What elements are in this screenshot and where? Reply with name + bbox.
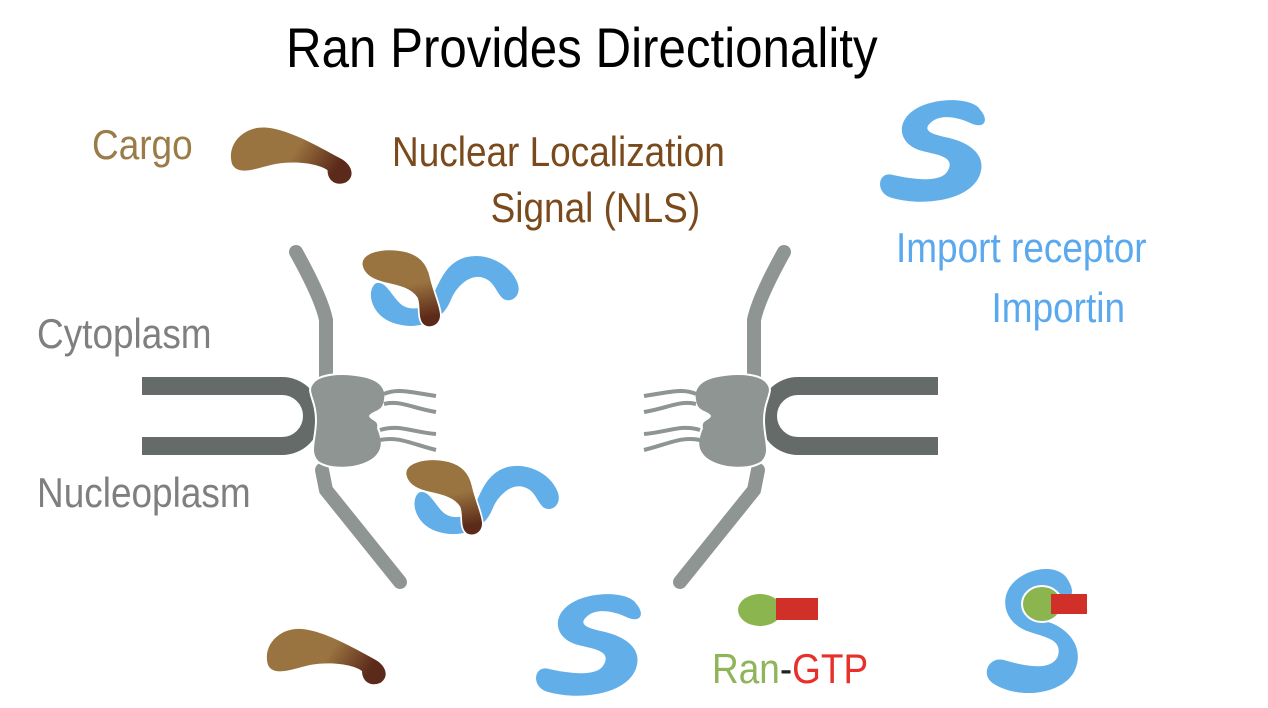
cargo-importin-complex-bottom xyxy=(404,458,561,537)
page-title: Ran Provides Directionality xyxy=(286,16,878,79)
gtp-label: GTP xyxy=(792,645,869,692)
ran-gtp-label: Ran-GTP xyxy=(712,648,868,690)
cargo-importin-complex-top xyxy=(360,248,521,329)
cargo-shape xyxy=(230,127,352,184)
ran-gtp-icon xyxy=(738,594,818,626)
nls-label: Nuclear Localization Signal (NLS) xyxy=(392,124,725,236)
right-nuclear-pore xyxy=(643,245,938,589)
left-nuclear-pore xyxy=(142,245,437,589)
cargo-label: Cargo xyxy=(92,121,193,168)
nls-label-line2: Signal (NLS) xyxy=(490,184,701,231)
free-importin-shape xyxy=(536,594,641,696)
importin-label-line2: Importin xyxy=(991,284,1126,331)
ran-label: Ran xyxy=(712,645,780,692)
importin-ran-gtp-complex xyxy=(986,568,1087,694)
importin-label: Import receptor Importin xyxy=(896,218,1147,338)
nucleoplasm-label: Nucleoplasm xyxy=(37,469,251,516)
released-cargo-shape xyxy=(266,628,386,685)
cytoplasm-label: Cytoplasm xyxy=(37,310,212,357)
nls-label-line1: Nuclear Localization xyxy=(392,128,725,175)
dash-label: - xyxy=(779,645,793,692)
importin-label-line1: Import receptor xyxy=(896,224,1147,271)
importin-shape xyxy=(880,100,985,202)
